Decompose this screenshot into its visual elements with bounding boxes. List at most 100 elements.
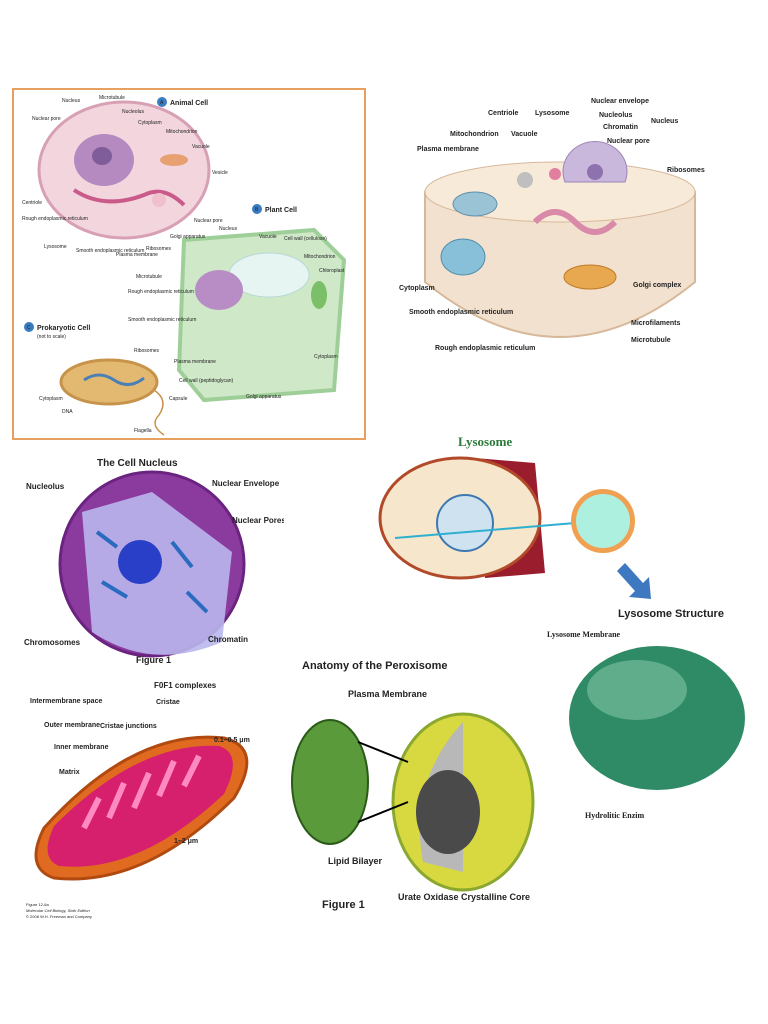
lysosome-structure-title: Lysosome Structure: [618, 608, 724, 620]
label-nuclear-pore: Nuclear pore: [32, 116, 61, 122]
mitochondrion-illustration: F0F1 complexes Intermembrane space Crist…: [26, 681, 250, 919]
prok-label-plasma-membrane: Plasma membrane: [174, 359, 216, 365]
label-cytoplasm: Cytoplasm: [399, 285, 435, 292]
label-nuclear-pores: Nuclear Pores: [232, 516, 284, 525]
prok-label-ribosomes: Ribosomes: [134, 348, 160, 354]
label-microtubule: Microtubule: [99, 95, 125, 101]
label-urate-oxidase-core: Urate Oxidase Crystalline Core: [398, 892, 530, 902]
label-matrix: Matrix: [59, 769, 80, 776]
animal-nucleolus: [92, 147, 112, 165]
label-vacuole: Vacuole: [511, 131, 538, 138]
plant-badge: B: [255, 207, 259, 213]
label-chromosomes: Chromosomes: [24, 638, 81, 647]
plant-label-vacuole: Vacuole: [259, 234, 277, 240]
label-nuclear-envelope: Nuclear Envelope: [212, 479, 280, 488]
label-width-scale: 0.1–0.5 μm: [214, 737, 250, 744]
plant-label-golgi: Golgi apparatus: [246, 394, 282, 400]
prokaryote-badge: C: [27, 325, 31, 331]
label-intermembrane-space: Intermembrane space: [30, 698, 102, 705]
figure-note-1: Figure 12-6a: [26, 902, 49, 907]
nucleus-caption: Figure 1: [136, 655, 171, 665]
plant-label-nucleus: Nucleus: [219, 226, 238, 232]
label-centriole: Centriole: [22, 200, 42, 206]
label-cristae: Cristae: [156, 699, 180, 706]
animal-cell-detailed: Centriole Lysosome Nuclear envelope Nucl…: [395, 92, 725, 382]
label-f0f1-complexes: F0F1 complexes: [154, 681, 217, 690]
prok-label-dna: DNA: [62, 409, 73, 415]
label-mitochondrion: Mitochondrion: [450, 131, 499, 138]
label-outer-membrane: Outer membrane: [44, 722, 100, 729]
plant-label-chloroplast: Chloroplast: [319, 268, 345, 274]
cell-types-illustration: A Animal Cell B Plant Cell C Prokaryotic…: [22, 95, 347, 436]
label-plasma-membrane: Plasma membrane: [417, 146, 479, 153]
label-hydrolitic-enzim: Hydrolitic Enzim: [585, 811, 645, 820]
plant-label-rough-er: Rough endoplasmic reticulum: [128, 289, 194, 295]
label-nucleus: Nucleus: [62, 98, 81, 104]
label-golgi-complex: Golgi complex: [633, 282, 681, 289]
cell-types-figure: A Animal Cell B Plant Cell C Prokaryotic…: [12, 88, 366, 440]
lysosome-zoom: [576, 494, 630, 548]
peroxisome-illustration: Anatomy of the Peroxisome Plasma Membran…: [291, 660, 535, 911]
plant-label-microtubule: Microtubule: [136, 274, 162, 280]
label-rough-er: Rough endoplasmic reticulum: [22, 216, 88, 222]
arrow-icon: [617, 563, 651, 599]
figure-note-2: Molecular Cell Biology, Sixth Edition: [26, 908, 91, 913]
prokaryote-note: (not to scale): [37, 334, 66, 340]
nucleus-title: The Cell Nucleus: [97, 458, 178, 469]
label-lysosome: Lysosome: [44, 244, 67, 250]
label-cytoplasm: Cytoplasm: [138, 120, 162, 126]
lysosome-illustration: Lysosome Lysosome Structure Lysosome Mem…: [378, 434, 745, 820]
mitochondrion-figure: F0F1 complexes Intermembrane space Crist…: [24, 678, 266, 926]
plant-cell-title: Plant Cell: [265, 207, 297, 214]
figure-note-3: © 2008 W.H. Freeman and Company: [26, 914, 92, 919]
lysosome-figure: Lysosome Lysosome Structure Lysosome Mem…: [375, 428, 750, 828]
animal-mitochondrion: [160, 154, 188, 166]
label-rough-er: Rough endoplasmic reticulum: [435, 345, 535, 352]
label-plasma-membrane: Plasma Membrane: [348, 689, 427, 699]
label-microfilaments: Microfilaments: [631, 320, 681, 327]
label-nuclear-pore: Nuclear pore: [607, 138, 650, 145]
label-chromatin: Chromatin: [603, 124, 638, 131]
label-plasma-membrane: Plasma membrane: [116, 252, 158, 258]
prok-label-flagella: Flagella: [134, 428, 152, 434]
plant-label-mitochondrion: Mitochondrion: [304, 254, 336, 260]
inner-membrane-shape: [47, 745, 233, 867]
label-inner-membrane: Inner membrane: [54, 744, 109, 751]
peroxisome-title: Anatomy of the Peroxisome: [302, 660, 447, 672]
label-nuclear-envelope: Nuclear envelope: [591, 98, 649, 105]
cell-nucleus-illustration: The Cell Nucleus Nucleolus Nuclear Envel…: [24, 458, 284, 665]
label-nucleolus: Nucleolus: [122, 109, 144, 115]
plant-nucleus: [195, 270, 243, 310]
peroxisome-figure: Anatomy of the Peroxisome Plasma Membran…: [288, 652, 538, 932]
label-cristae-junctions: Cristae junctions: [100, 723, 157, 730]
label-smooth-er: Smooth endoplasmic reticulum: [76, 248, 144, 254]
plant-chloroplast: [311, 281, 327, 309]
label-smooth-er: Smooth endoplasmic reticulum: [409, 309, 513, 316]
nucleolus-shape: [118, 540, 162, 584]
plant-label-smooth-er: Smooth endoplasmic reticulum: [128, 317, 196, 323]
lipid-bilayer-zoom: [291, 719, 369, 845]
plant-label-nuclear-pore: Nuclear pore: [194, 218, 223, 224]
label-lipid-bilayer: Lipid Bilayer: [328, 856, 383, 866]
prok-label-cell-wall: Cell wall (peptidoglycan): [179, 378, 234, 384]
label-golgi: Golgi apparatus: [170, 234, 206, 240]
prok-label-cytoplasm: Cytoplasm: [39, 396, 63, 402]
label-nucleolus: Nucleolus: [599, 112, 633, 119]
label-nucleus: Nucleus: [651, 118, 678, 125]
label-ribosomes: Ribosomes: [146, 246, 172, 252]
label-chromatin: Chromatin: [208, 635, 248, 644]
plant-label-cell-wall: Cell wall (cellulose): [284, 236, 327, 242]
lysosome-title: Lysosome: [458, 434, 512, 449]
label-lysosome: Lysosome: [535, 110, 569, 117]
animal-cell-detailed-illustration: Centriole Lysosome Nuclear envelope Nucl…: [399, 98, 705, 352]
label-centriole: Centriole: [488, 110, 518, 117]
cell-nucleus-figure: The Cell Nucleus Nucleolus Nuclear Envel…: [22, 452, 284, 672]
crystalline-core: [416, 770, 480, 854]
label-vesicle: Vesicle: [212, 170, 228, 176]
nucleus-shape: [562, 141, 628, 183]
mitochondrion-shape: [452, 191, 498, 217]
animal-cell-title: Animal Cell: [170, 100, 208, 107]
peroxisome-caption: Figure 1: [322, 899, 365, 911]
label-mitochondrion: Mitochondrion: [166, 129, 198, 135]
label-microtubule: Microtubule: [631, 337, 671, 344]
